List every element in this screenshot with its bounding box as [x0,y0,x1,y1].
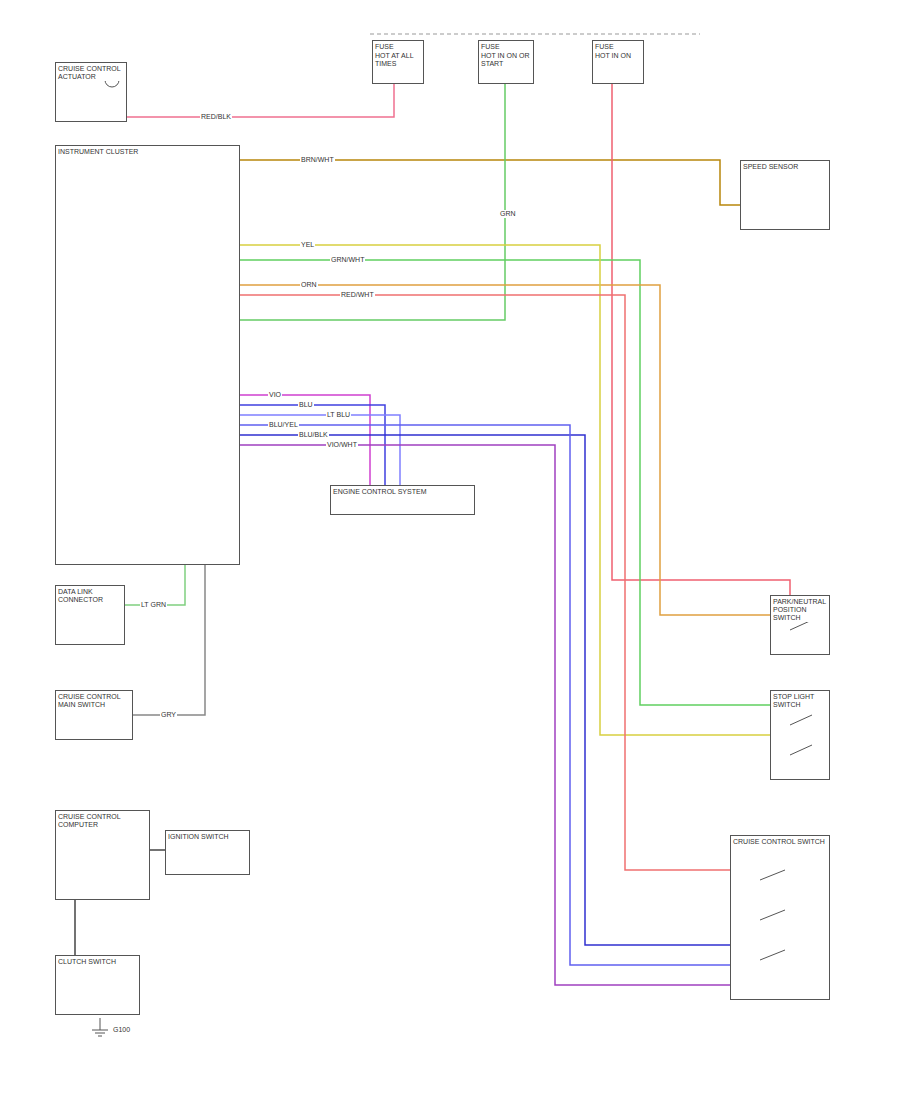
wire [133,565,205,715]
wire [240,160,740,205]
component-box: FUSEHOT IN ON [592,40,644,84]
wire [240,285,770,615]
wire-label: YEL [300,241,315,249]
ground-symbol [92,1018,108,1036]
wire-label: BLU/BLK [298,431,329,439]
component-box: CRUISE CONTROL COMPUTER [55,810,150,900]
component-box: SPEED SENSOR [740,160,830,230]
component-note: HOT AT ALL TIMES [375,52,421,68]
component-name: CRUISE CONTROL MAIN SWITCH [58,693,130,709]
wire [240,260,770,705]
component-box: DATA LINK CONNECTOR [55,585,125,645]
fuse-block-outline [370,34,700,35]
wire-label: GRN/WHT [330,256,365,264]
wire-label: VIO/WHT [326,441,358,449]
component-name: CRUISE CONTROL SWITCH [733,838,827,846]
wire-label: LT BLU [326,411,351,419]
component-name: STOP LIGHT SWITCH [773,693,827,709]
component-box: PARK/NEUTRAL POSITION SWITCH [770,595,830,655]
component-box: INSTRUMENT CLUSTER [55,145,240,565]
wire [150,849,165,851]
component-box: STOP LIGHT SWITCH [770,690,830,780]
wire [240,295,730,870]
wire-label: LT GRN [140,601,167,609]
wire [240,425,730,965]
wire [240,245,770,735]
wire [240,435,730,945]
component-box: IGNITION SWITCH [165,830,250,875]
wire-label: VIO [268,391,282,399]
switch-symbols [760,620,812,960]
wire-label: GRY [160,711,177,719]
wire-label: ORN [300,281,318,289]
component-name: CRUISE CONTROL ACTUATOR [58,65,124,81]
wire-label: BRN/WHT [300,156,335,164]
wire [74,900,76,955]
component-box: CRUISE CONTROL MAIN SWITCH [55,690,133,740]
component-box: FUSEHOT IN ON OR START [478,40,534,84]
component-box: ENGINE CONTROL SYSTEM [330,485,475,515]
component-box: CRUISE CONTROL ACTUATOR [55,62,127,122]
component-box: FUSEHOT AT ALL TIMES [372,40,424,84]
wire [240,445,730,985]
wire [127,84,394,117]
component-name: INSTRUMENT CLUSTER [58,148,237,156]
component-box: CRUISE CONTROL SWITCH [730,835,830,1000]
wire-label: RED/BLK [200,113,232,121]
component-name: CRUISE CONTROL COMPUTER [58,813,147,829]
component-name: FUSE [375,43,421,51]
component-name: SPEED SENSOR [743,163,827,171]
component-box: CLUTCH SWITCH [55,955,140,1015]
wire-label: BLU [298,401,314,409]
wire [125,565,185,605]
component-name: FUSE [481,43,531,51]
component-name: CLUTCH SWITCH [58,958,137,966]
component-name: PARK/NEUTRAL POSITION SWITCH [773,598,827,622]
component-note: HOT IN ON OR START [481,52,531,68]
wire-label: RED/WHT [340,291,375,299]
component-name: ENGINE CONTROL SYSTEM [333,488,472,496]
wire-label: BLU/YEL [268,421,299,429]
component-name: DATA LINK CONNECTOR [58,588,122,604]
wire-label: GRN [499,210,517,218]
component-note: HOT IN ON [595,52,641,60]
component-name: IGNITION SWITCH [168,833,247,841]
wire-label: G100 [112,1026,131,1034]
component-name: FUSE [595,43,641,51]
wire [240,395,370,485]
